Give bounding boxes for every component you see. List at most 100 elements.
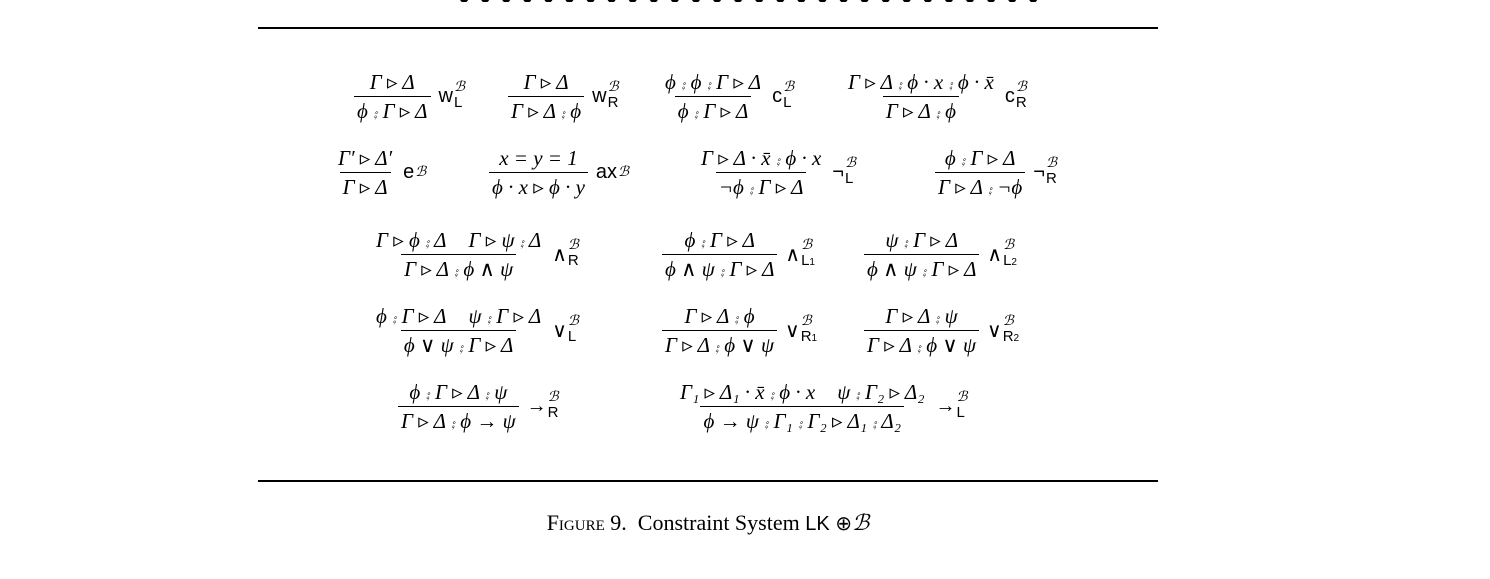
premise: Γ ▹ Δ ⨾ ϕ bbox=[684, 304, 755, 328]
clipped-header-text: ● ● ● ● ● ● ● ● ● ● ● ● ● ● ● ● ● ● ● ● … bbox=[458, 0, 1158, 2]
rule-name: ¬ bbox=[832, 161, 844, 183]
rule-sub: L bbox=[453, 94, 463, 111]
top-rule bbox=[258, 27, 1158, 29]
conclusion: Γ ▹ Δ ⨾ ϕ bbox=[882, 96, 959, 123]
conclusion: ϕ ∨ ψ ⨾ Γ ▹ Δ bbox=[400, 330, 517, 357]
rule-sup: ℬ bbox=[783, 80, 795, 95]
premise: Γ ▹ Δ bbox=[369, 70, 415, 94]
rule-sup: ℬ bbox=[618, 164, 630, 180]
rule-sub: R1 bbox=[800, 328, 818, 345]
rule-sub: R bbox=[1015, 94, 1027, 111]
conclusion: Γ ▹ Δ ⨾ ¬ϕ bbox=[935, 172, 1026, 199]
rule-sup: ℬ bbox=[1002, 314, 1014, 329]
rule-sub: R bbox=[1045, 170, 1057, 187]
premise: ϕ ⨾ Γ ▹ Δ bbox=[944, 146, 1016, 170]
premise: Γ ▹ Δ · x̄ ⨾ ϕ · x bbox=[701, 146, 822, 170]
rule-sup: ℬ bbox=[453, 80, 465, 95]
conclusion: ¬ϕ ⨾ Γ ▹ Δ bbox=[715, 172, 807, 199]
rule-name: ax bbox=[595, 161, 618, 183]
rule-name: ∨ bbox=[987, 320, 1002, 342]
rule-sub: R bbox=[567, 252, 579, 269]
caption-system: LK ⊕ bbox=[805, 513, 852, 535]
rule-name: ¬ bbox=[1033, 161, 1045, 183]
rule-sub: R bbox=[607, 94, 619, 111]
conclusion: Γ ▹ Δ bbox=[339, 172, 391, 199]
premise: ψ ⨾ Γ ▹ Δ bbox=[885, 228, 959, 252]
rule-sub: R2 bbox=[1002, 328, 1020, 345]
conclusion: Γ ▹ Δ ⨾ ϕ → ψ bbox=[398, 406, 519, 433]
rule-sup: ℬ bbox=[956, 390, 968, 405]
rule-sub: L bbox=[567, 328, 577, 345]
rule-name: ∨ bbox=[785, 320, 800, 342]
rule-sup: ℬ bbox=[844, 156, 856, 171]
rule-sup: ℬ bbox=[415, 164, 427, 180]
rule-sup: ℬ bbox=[567, 238, 579, 253]
rule-sub: L bbox=[783, 94, 792, 111]
figure-caption: Figure 9. Constraint System LK ⊕ℬ bbox=[0, 510, 1416, 536]
rule-sub: R bbox=[547, 404, 559, 421]
premise: Γ ▹ Δ bbox=[523, 70, 569, 94]
conclusion: Γ ▹ Δ ⨾ ϕ ∨ ψ bbox=[864, 330, 980, 357]
rule-name: ∧ bbox=[785, 244, 801, 266]
conclusion: ϕ ∧ ψ ⨾ Γ ▹ Δ bbox=[864, 254, 980, 281]
conclusion: Γ ▹ Δ ⨾ ϕ bbox=[508, 96, 585, 123]
rule-sup: ℬ bbox=[1003, 238, 1015, 253]
premise: ϕ ⨾ Γ ▹ Δ bbox=[684, 228, 755, 252]
rule-name: → bbox=[526, 395, 547, 417]
rule-sup: ℬ bbox=[801, 238, 813, 253]
premise: ϕ ⨾ Γ ▹ Δ ⨾ ψ bbox=[409, 380, 508, 404]
premise: Γ ▹ Δ ⨾ ψ bbox=[885, 304, 958, 328]
rule-sup: ℬ bbox=[567, 314, 579, 329]
conclusion: Γ ▹ Δ ⨾ ϕ ∨ ψ bbox=[662, 330, 778, 357]
bottom-rule bbox=[258, 480, 1158, 482]
rule-sub: L1 bbox=[801, 252, 815, 269]
rule-sup: ℬ bbox=[1045, 156, 1057, 171]
rule-sub: L bbox=[844, 170, 854, 187]
rule-name: e bbox=[403, 161, 415, 183]
rule-name: ∨ bbox=[552, 320, 567, 342]
conclusion: Γ ▹ Δ ⨾ ϕ ∧ ψ bbox=[401, 254, 517, 281]
rule-sub: L bbox=[956, 404, 965, 421]
rule-sup: ℬ bbox=[1015, 80, 1027, 95]
premise: ϕ ⨾ ϕ ⨾ Γ ▹ Δ bbox=[665, 70, 762, 94]
rule-name: c bbox=[1004, 85, 1015, 107]
conclusion: ϕ → ψ ⨾ Γ₁ ⨾ Γ₂ ▹ Δ₁ ⨾ Δ₂ bbox=[700, 406, 905, 433]
rule-sup: ℬ bbox=[800, 314, 812, 329]
rule-name: c bbox=[772, 85, 783, 107]
caption-calB: ℬ bbox=[852, 510, 870, 535]
rule-sup: ℬ bbox=[607, 80, 619, 95]
premise: x = y = 1 bbox=[499, 146, 578, 170]
conclusion: ϕ ∧ ψ ⨾ Γ ▹ Δ bbox=[662, 254, 778, 281]
caption-text: Constraint System bbox=[637, 510, 800, 535]
rule-sup: ℬ bbox=[547, 390, 559, 405]
rule-name: w bbox=[438, 85, 453, 107]
rule-sub: L2 bbox=[1003, 252, 1017, 269]
rule-name: ∧ bbox=[552, 244, 567, 266]
conclusion: ϕ ⨾ Γ ▹ Δ bbox=[674, 96, 752, 123]
premise: Γ ▹ Δ ⨾ ϕ · x ⨾ ϕ · x̄ bbox=[848, 70, 994, 94]
rule-name: w bbox=[592, 85, 607, 107]
figure-label: Figure 9. bbox=[546, 510, 627, 535]
rule-name: ∧ bbox=[987, 244, 1003, 266]
premise: Γ′ ▹ Δ′ bbox=[338, 146, 393, 170]
conclusion: ϕ ⨾ Γ ▹ Δ bbox=[354, 96, 431, 123]
